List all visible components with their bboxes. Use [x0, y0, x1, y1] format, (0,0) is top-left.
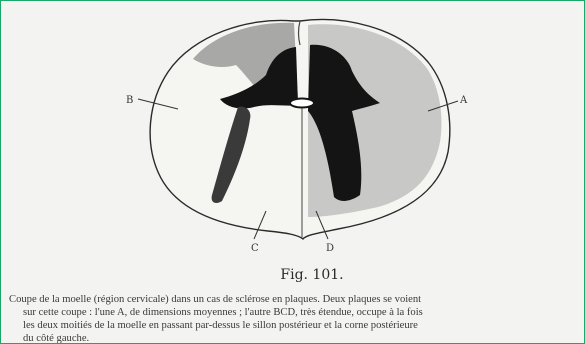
label-c: C: [251, 243, 259, 254]
spinal-cord-section-illustration: B A C D: [8, 7, 578, 269]
central-canal: [290, 99, 314, 108]
scanned-plate: B A C D Fig. 101. Coupe de la moelle (ré…: [8, 7, 578, 341]
caption-line: Coupe de la moelle (région cervicale) da…: [9, 293, 585, 306]
figure-caption: Coupe de la moelle (région cervicale) da…: [9, 293, 585, 344]
label-b: B: [126, 95, 133, 106]
caption-line: les deux moitiés de la moelle en passant…: [9, 319, 585, 332]
figure-number: Fig. 101.: [267, 267, 357, 283]
label-a: A: [459, 95, 468, 106]
caption-line: du côté gauche.: [9, 332, 585, 344]
label-d: D: [326, 243, 334, 254]
caption-line: sur cette coupe : l'une A, de dimensions…: [9, 306, 585, 319]
